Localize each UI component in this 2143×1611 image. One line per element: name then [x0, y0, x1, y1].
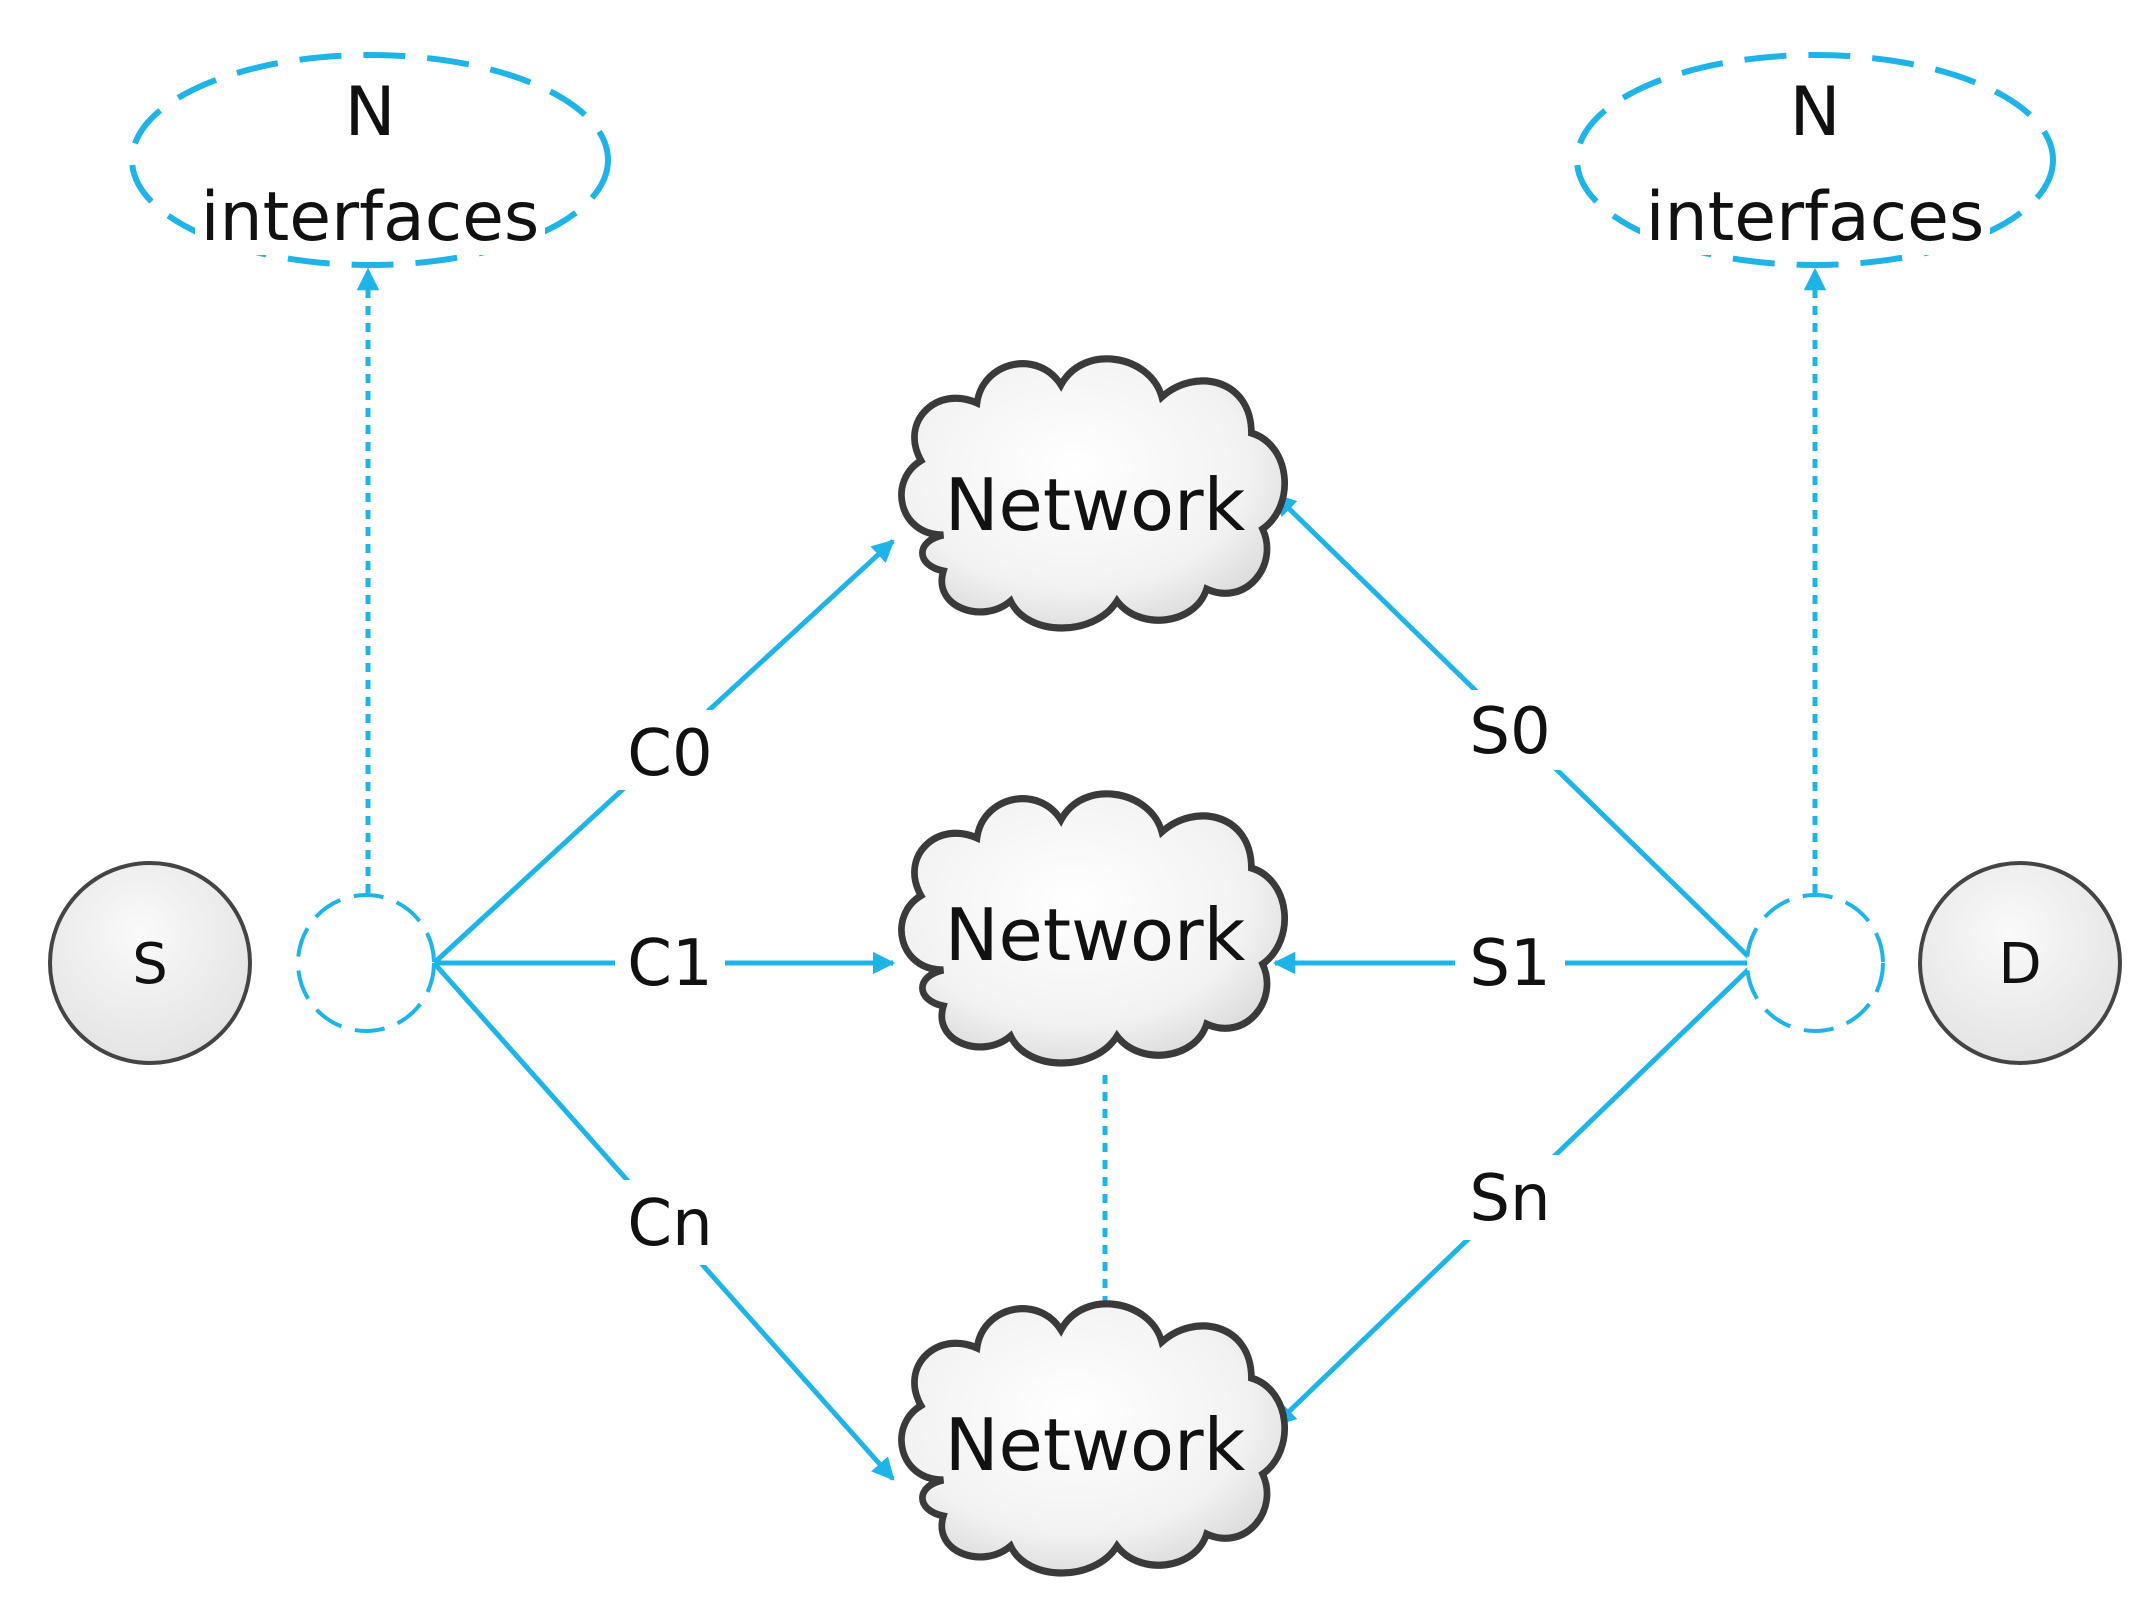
destination-node: D [1918, 861, 2122, 1065]
link-label-s0: S0 [1455, 690, 1565, 770]
left-interface-pool-line2: interfaces [201, 178, 540, 257]
svg-text:Cn: Cn [627, 1187, 712, 1261]
left-interface-pool: N interfaces [129, 52, 611, 268]
link-label-c0: C0 [615, 710, 725, 791]
right-interface-pool-line1: N [1790, 73, 1841, 152]
left-interface-pool-line1: N [345, 73, 396, 152]
right-interface-pool: N interfaces [1574, 52, 2056, 268]
link-label-s1: S1 [1455, 925, 1565, 1005]
right-interface-pool-line2: interfaces [1646, 178, 1985, 257]
svg-text:C0: C0 [627, 717, 712, 791]
link-label-cn: Cn [615, 1180, 725, 1265]
svg-text:S1: S1 [1469, 927, 1550, 1001]
source-interface-junction [296, 893, 436, 1033]
svg-text:C1: C1 [627, 927, 712, 1001]
svg-text:S0: S0 [1469, 695, 1550, 769]
source-node-label: S [132, 932, 168, 997]
link-label-sn: Sn [1455, 1155, 1565, 1240]
destination-interface-junction [1745, 893, 1885, 1033]
destination-node-label: D [1998, 932, 2041, 997]
link-label-c1: C1 [615, 925, 725, 1005]
network-label-top: Network [945, 463, 1246, 547]
network-label-middle: Network [945, 893, 1246, 977]
source-node: S [48, 861, 252, 1065]
svg-text:Sn: Sn [1469, 1162, 1550, 1236]
network-label-bottom: Network [945, 1403, 1246, 1487]
